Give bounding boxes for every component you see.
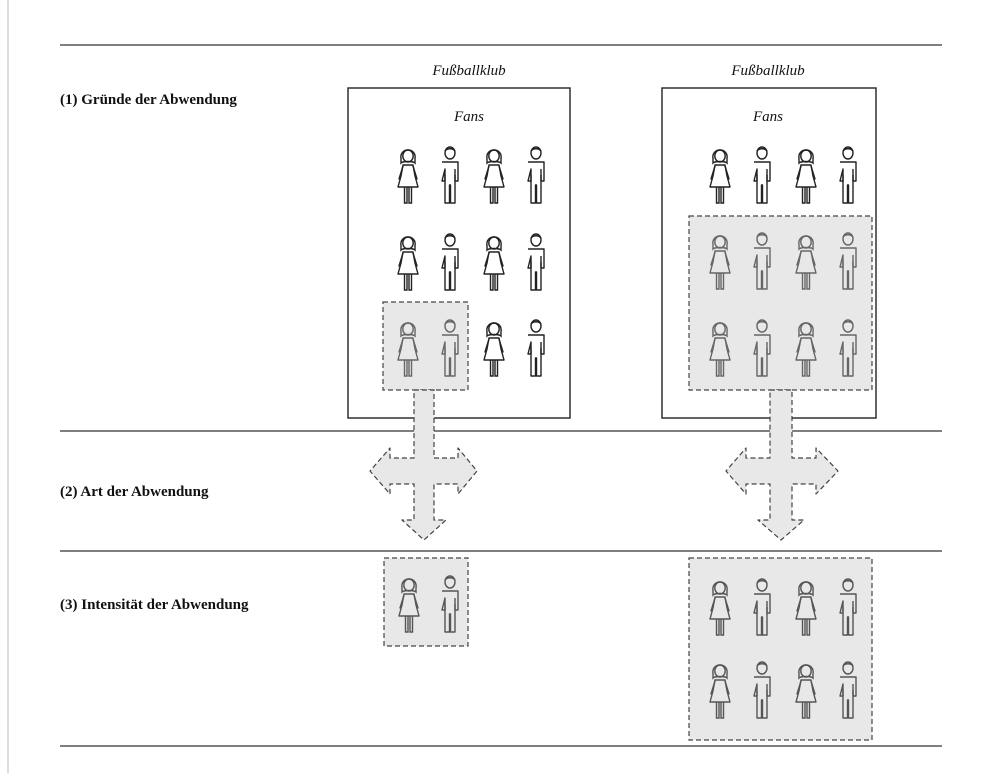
fans-title-right: Fans: [753, 109, 783, 125]
male-person-icon: [441, 146, 459, 204]
female-person-icon: [483, 322, 505, 377]
club-box-left: [347, 87, 571, 419]
male-person-icon: [527, 319, 545, 377]
four-way-arrow-icon-left: [369, 389, 478, 541]
male-person-icon: [839, 146, 857, 204]
row-label-intensity: (3) Intensität der Abwendung: [60, 597, 249, 613]
female-person-icon: [483, 236, 505, 291]
row-label-type: (2) Art der Abwendung: [60, 484, 209, 500]
male-person-icon: [527, 233, 545, 291]
club-title-right: Fußballklub: [731, 63, 805, 79]
female-person-icon: [483, 149, 505, 204]
female-person-icon: [709, 149, 731, 204]
club-box-right: [661, 87, 877, 419]
female-person-icon: [795, 149, 817, 204]
club-title-left: Fußballklub: [432, 63, 506, 79]
male-person-icon: [527, 146, 545, 204]
fans-group-right: [709, 146, 857, 204]
four-way-arrow-icon-right: [725, 389, 839, 541]
row-label-reasons: (1) Gründe der Abwendung: [60, 92, 237, 108]
fans-title-left: Fans: [454, 109, 484, 125]
male-person-icon: [753, 146, 771, 204]
female-person-icon: [397, 236, 419, 291]
female-person-icon: [397, 149, 419, 204]
male-person-icon: [441, 233, 459, 291]
